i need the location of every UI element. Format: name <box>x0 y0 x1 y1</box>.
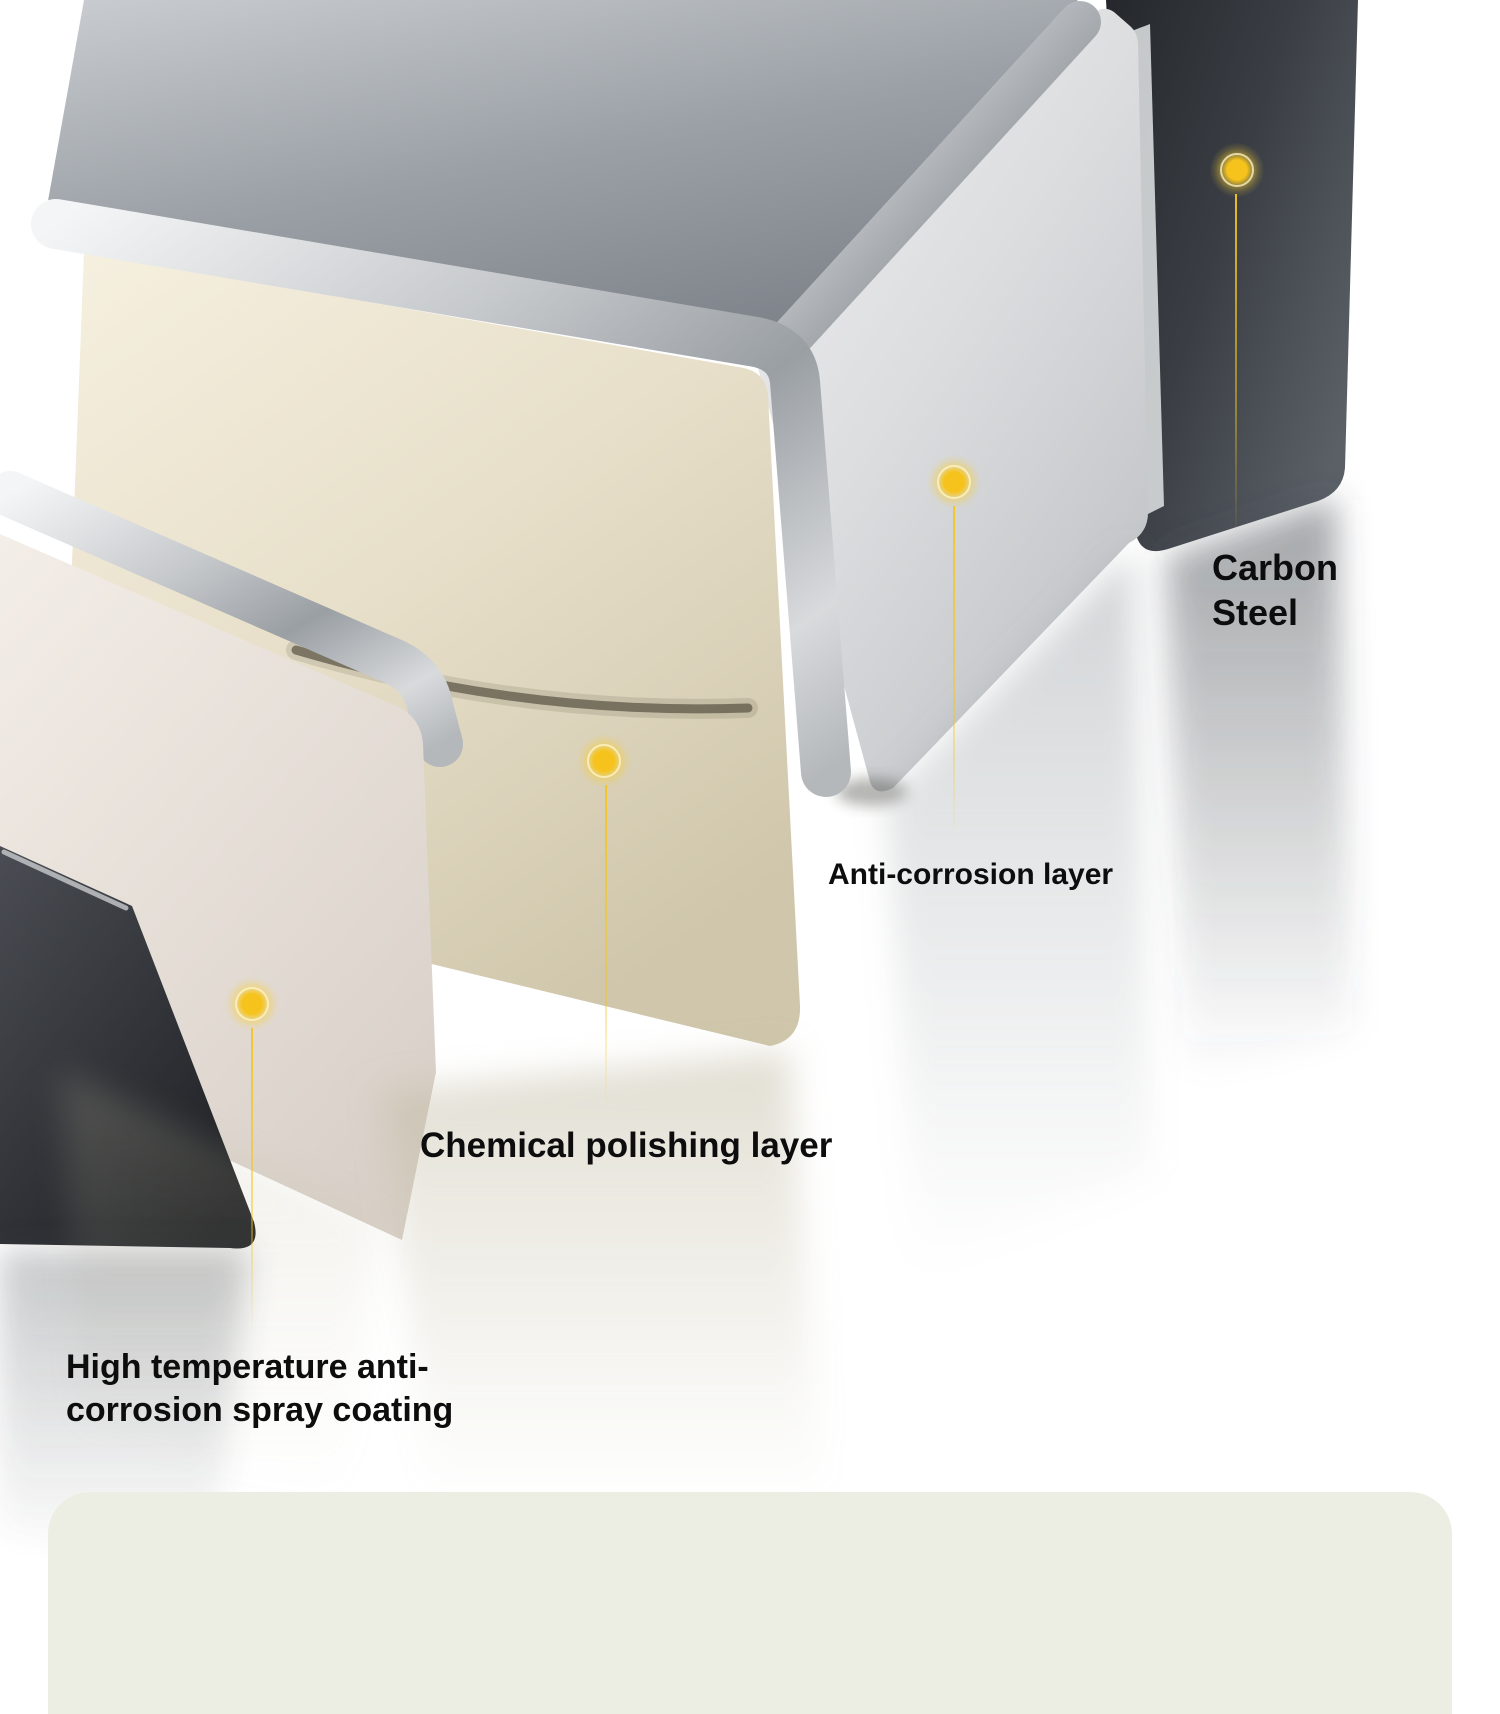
callout-label-carbon-steel: Carbon Steel <box>1212 547 1338 633</box>
reflection-chemical-polishing <box>380 1050 822 1500</box>
reflection-dark-wedge <box>0 1250 248 1570</box>
anti-corrosion-face <box>757 8 1149 792</box>
reflection-carbon-steel <box>1166 498 1352 1080</box>
callout-line <box>953 506 955 840</box>
coating-shell-edge <box>0 471 463 767</box>
callout-label-high-temp-coating: High temperature anti-corrosion spray co… <box>66 1348 454 1429</box>
carbon-steel-face <box>1106 0 1358 552</box>
floor-reflections <box>0 498 1352 1570</box>
callout-label-anti-corrosion-layer: Anti-corrosion layer <box>828 858 1114 891</box>
callout-line <box>251 1028 253 1333</box>
callout-dot-icon <box>1210 143 1264 197</box>
callout-line <box>605 785 607 1110</box>
callout-label-chemical-polishing-layer: Chemical polishing layer <box>420 1126 833 1165</box>
shell-top-face <box>46 0 1078 346</box>
shell-rear-edge <box>759 1 1101 371</box>
reflection-anti-corrosion <box>886 550 1152 1270</box>
footer-band <box>48 1492 1452 1714</box>
callout-line <box>1235 194 1237 538</box>
callout-dot-icon <box>927 455 981 509</box>
callout-dot-icon <box>577 734 631 788</box>
callout-dot-icon <box>225 977 279 1031</box>
wedge-edge-highlight <box>1 849 129 911</box>
shell-front-frame <box>31 199 851 797</box>
layer-carbon-steel <box>1106 0 1358 552</box>
